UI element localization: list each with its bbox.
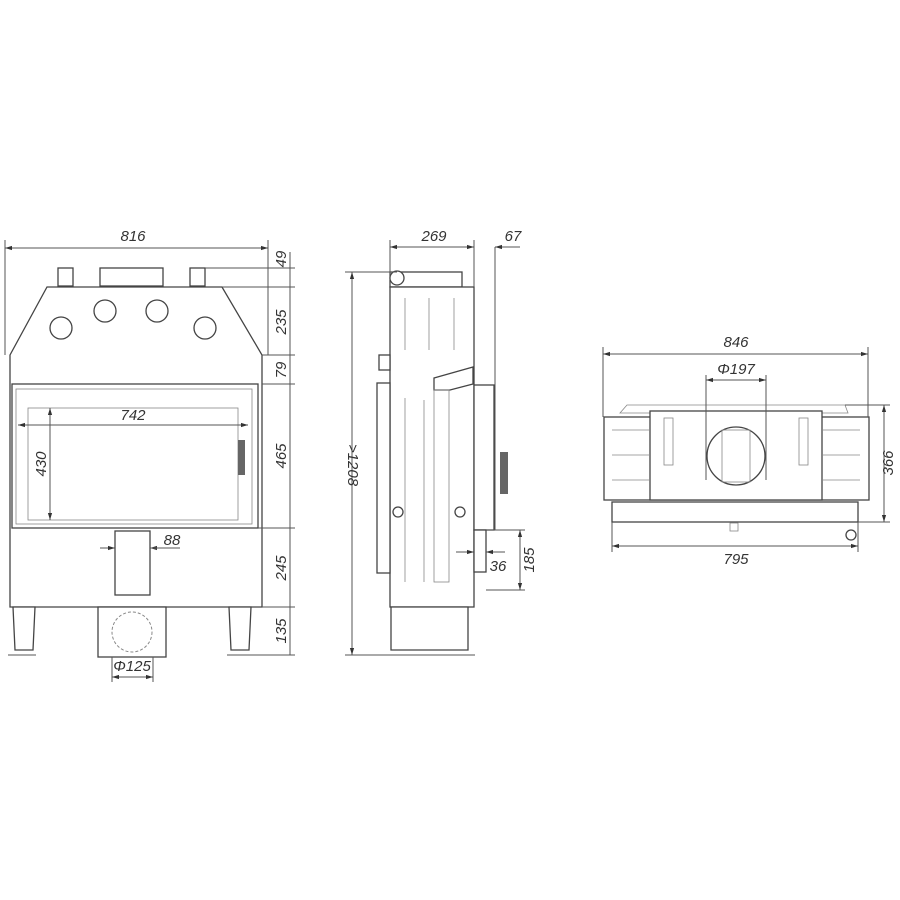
dim-outlet-diameter: Φ125 <box>113 658 151 675</box>
dim-height-2: 235 <box>273 309 290 336</box>
dim-height-4: 465 <box>273 443 290 469</box>
dim-air-inlet-offset: 36 <box>490 558 507 575</box>
dim-height-3: 79 <box>273 361 290 378</box>
dim-glass-width: 742 <box>120 407 146 424</box>
dim-flue-diameter: Φ197 <box>717 361 755 378</box>
dim-door-offset: 67 <box>505 228 522 245</box>
dim-air-inlet-height: 185 <box>521 547 538 573</box>
top-view: 846 Φ197 366 795 <box>602 334 897 568</box>
dim-total-height: >1208 <box>344 444 361 487</box>
dim-height-5: 245 <box>273 555 290 582</box>
dim-top-width: 846 <box>723 334 749 351</box>
dim-glass-height: 430 <box>33 451 50 477</box>
dim-side-depth: 269 <box>420 228 447 245</box>
side-view: 269 67 >1208 36 185 <box>344 228 538 656</box>
dim-height-1: 49 <box>273 250 290 267</box>
dim-duct-width: 88 <box>164 532 181 549</box>
front-view: 816 742 430 88 Φ125 49 235 79 465 245 13… <box>4 228 295 682</box>
dim-front-width: 816 <box>120 228 146 245</box>
dim-top-depth: 366 <box>880 450 897 476</box>
dim-base-width: 795 <box>723 551 749 568</box>
dim-height-6: 135 <box>273 618 290 644</box>
